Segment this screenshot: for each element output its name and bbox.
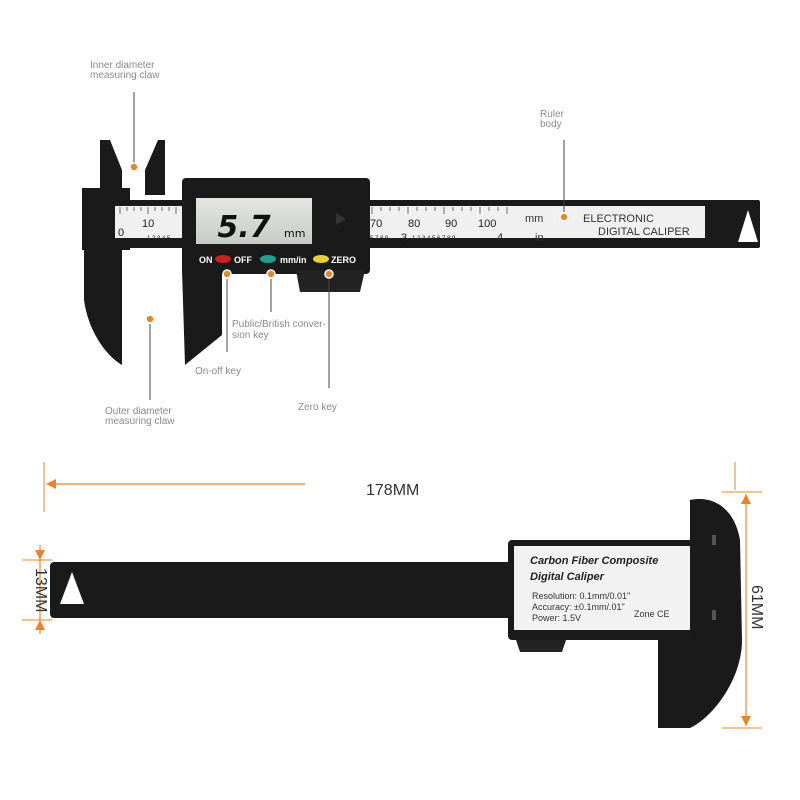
bottom-jaw <box>658 499 742 728</box>
callout-onoff: On-off key <box>195 366 241 377</box>
callout-outer-claw-1: Outer diameter <box>105 406 172 417</box>
body-text-electronic: ELECTRONIC <box>583 213 654 225</box>
body-text-digital-caliper: DIGITAL CALIPER <box>598 226 690 238</box>
callout-ruler-body-2: body <box>540 119 562 130</box>
callout-dot-conversion <box>266 269 276 279</box>
lcd-unit: mm <box>284 227 305 240</box>
lcd-screen <box>196 198 312 244</box>
callout-dot-zero <box>324 269 334 279</box>
outer-claw-right <box>182 270 222 365</box>
spec-card <box>514 546 690 630</box>
slider-grip <box>296 270 365 292</box>
in-unit-label: in <box>535 232 544 244</box>
inch-minor-ticks-2: 5 7 8 9 <box>370 236 389 242</box>
bottom-ruler-hole <box>60 572 84 604</box>
zero-button[interactable] <box>313 255 329 263</box>
scale-tick-70: 70 <box>370 218 382 230</box>
bottom-ruler-beam <box>50 562 520 618</box>
scale-tick-80: 80 <box>408 218 420 230</box>
inner-claw-left <box>100 140 122 195</box>
card-zone-ce: Zone CE <box>634 609 670 619</box>
on-label: ON <box>199 255 213 265</box>
scale-ticks <box>119 207 508 214</box>
callout-conversion-1: Public/British conver- <box>232 319 326 330</box>
card-resolution: Resolution: 0.1mm/0.01" <box>532 591 630 601</box>
callout-inner-claw-2: measuring claw <box>90 70 160 81</box>
width-dimension-label: 13MM <box>32 568 49 612</box>
callout-dot-outer-claw <box>145 314 155 324</box>
top-caliper: 0 10 70 80 90 100 1 2 3 4 5 5 7 8 9 3 1 … <box>82 140 760 365</box>
scale-tick-100: 100 <box>478 218 496 230</box>
play-icon <box>336 213 346 225</box>
scale-tick-10: 10 <box>142 218 154 230</box>
callout-dot-ruler-body <box>559 212 569 222</box>
outer-claw-left <box>84 248 122 365</box>
mmin-label: mm/in <box>280 255 307 265</box>
off-label: OFF <box>234 255 252 265</box>
lcd-value: 5.7 <box>217 210 270 245</box>
callout-ruler-body-1: Ruler <box>540 109 565 120</box>
callout-dot-onoff <box>222 269 232 279</box>
scale-tick-90: 90 <box>445 218 457 230</box>
ruler-end-hole <box>738 210 758 242</box>
inch-tick-3: 3 <box>401 232 407 244</box>
inner-claw-right <box>145 140 165 195</box>
bottom-caliper: 178MM 13MM Carbon Fiber Composite Digita… <box>22 462 765 729</box>
callouts: Inner diameter measuring claw Ruler body… <box>90 60 569 427</box>
height-dimension-label: 61MM <box>748 585 765 629</box>
inch-tick-4: 4 <box>497 232 503 244</box>
mmin-button[interactable] <box>260 255 276 263</box>
inch-minor-ticks: 1 2 3 4 5 <box>147 236 171 242</box>
scale-tick-0: 0 <box>118 227 124 239</box>
bottom-head-grip <box>516 640 566 652</box>
zero-label: ZERO <box>331 255 356 265</box>
card-accuracy: Accuracy: ±0.1mm/.01" <box>532 602 625 612</box>
card-power: Power: 1.5V <box>532 613 581 623</box>
card-title-2: Digital Caliper <box>530 571 605 583</box>
callout-inner-claw-1: Inner diameter <box>90 60 155 71</box>
callout-zero: Zero key <box>298 402 337 413</box>
onoff-button[interactable] <box>215 255 231 263</box>
callout-conversion-2: sion key <box>232 330 269 341</box>
card-title-1: Carbon Fiber Composite <box>530 555 658 567</box>
mm-unit-label: mm <box>525 213 543 225</box>
callout-outer-claw-2: measuring claw <box>105 416 175 427</box>
callout-dot-inner-claw <box>129 162 139 172</box>
inch-minor-ticks-3: 1 2 3 4 5 6 7 8 9 <box>412 236 456 242</box>
length-dimension-label: 178MM <box>366 482 419 499</box>
